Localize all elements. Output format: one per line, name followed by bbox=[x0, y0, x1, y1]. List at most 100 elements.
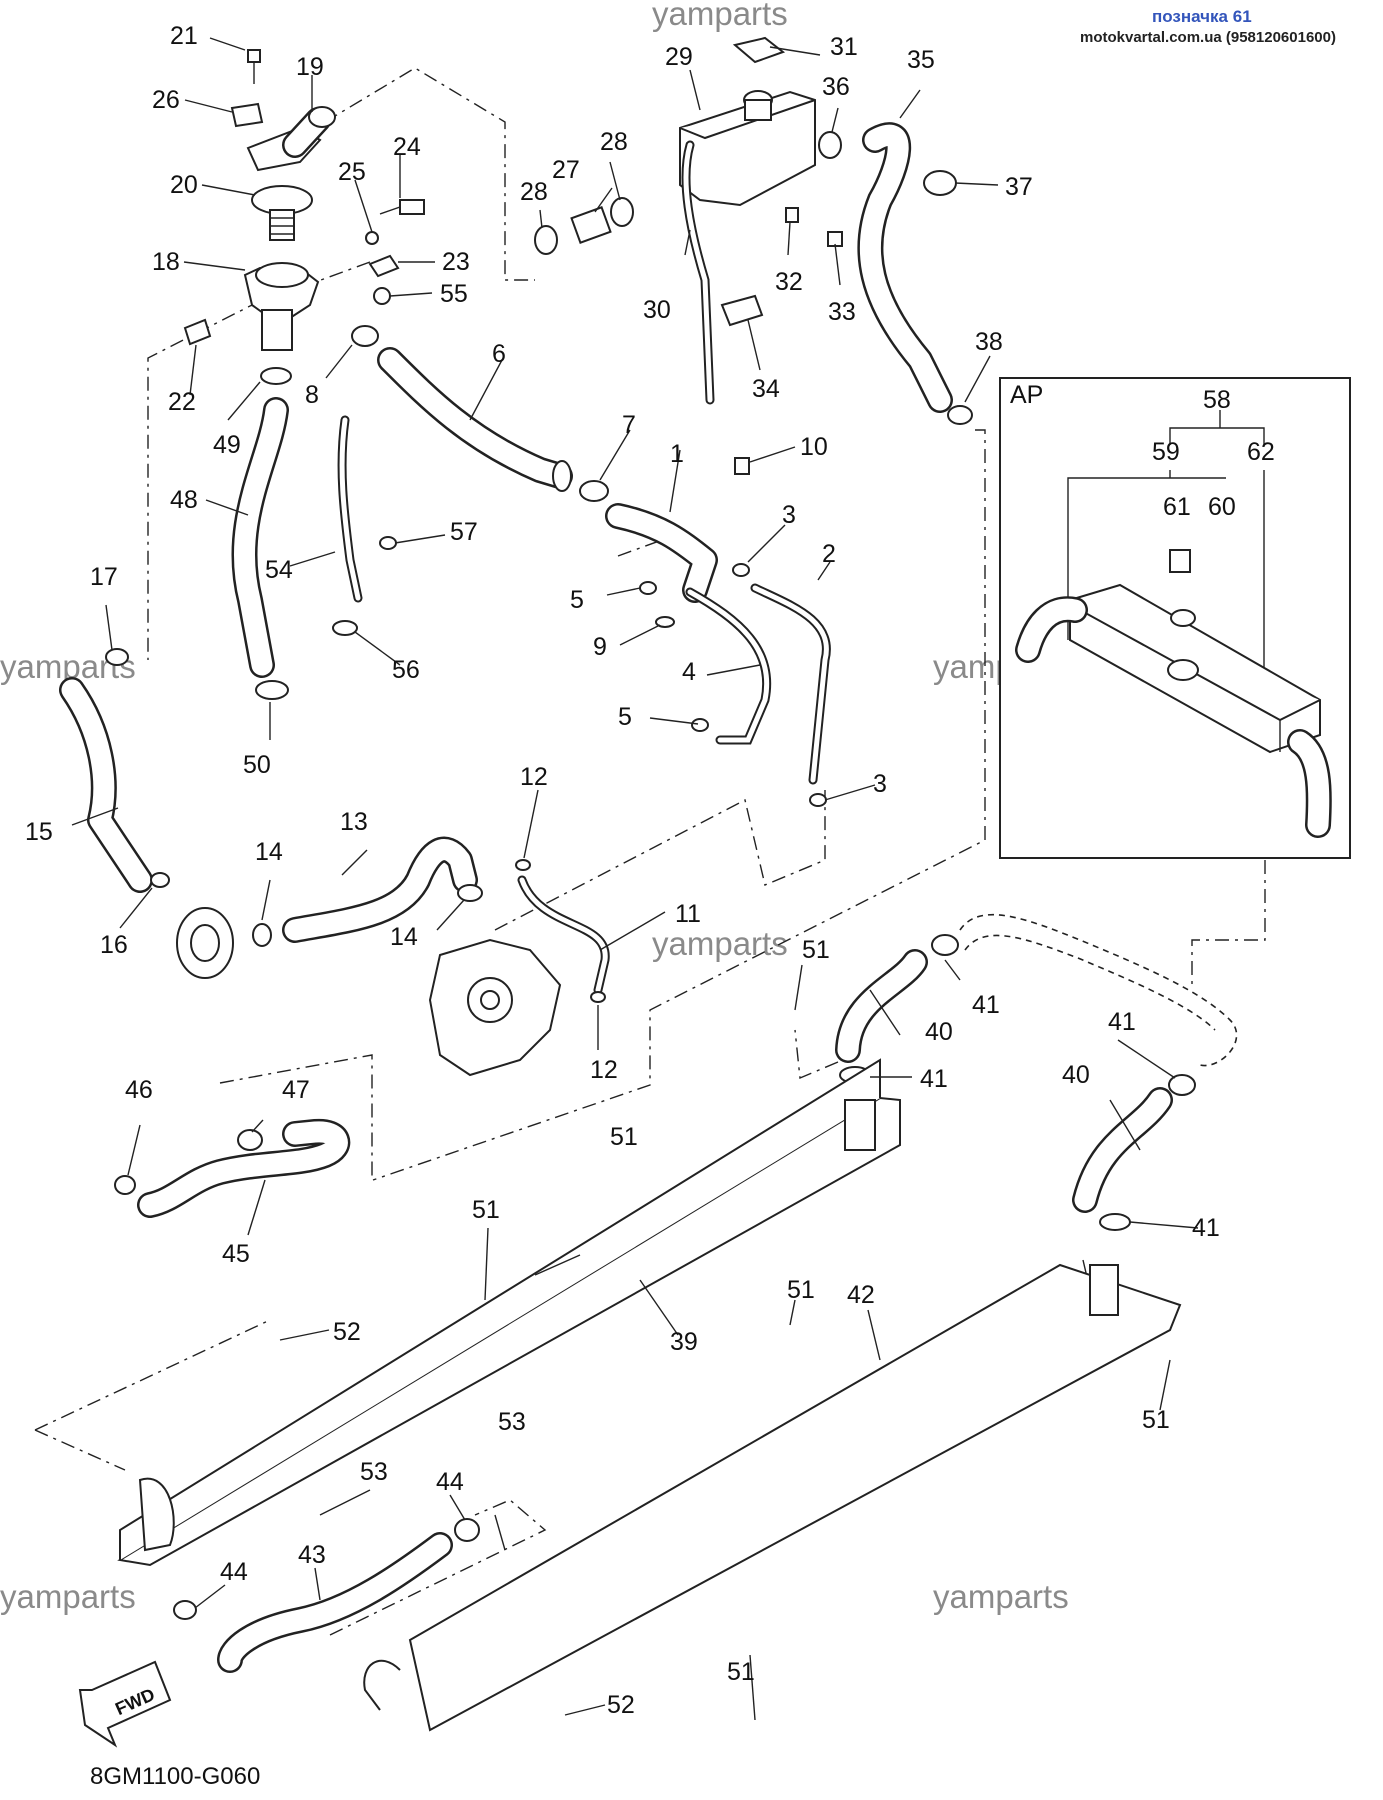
callout: 16 bbox=[100, 931, 128, 959]
diagram-code: 8GM1100-G060 bbox=[90, 1763, 260, 1790]
clamp-12b bbox=[590, 991, 606, 1003]
callout: 51 bbox=[787, 1276, 815, 1304]
callout: 12 bbox=[520, 763, 548, 791]
callout: 53 bbox=[498, 1408, 526, 1436]
clamp-41d bbox=[1099, 1213, 1131, 1231]
clamp-44 bbox=[173, 1600, 197, 1620]
reservoir-tank bbox=[679, 90, 816, 207]
callout: 47 bbox=[282, 1076, 310, 1104]
callout: 3 bbox=[782, 501, 796, 529]
callout: 33 bbox=[828, 298, 856, 326]
callout: 12 bbox=[590, 1056, 618, 1084]
bolt-22 bbox=[183, 318, 212, 346]
callout: 18 bbox=[152, 248, 180, 276]
callout: 17 bbox=[90, 563, 118, 591]
hose-4 bbox=[685, 587, 772, 745]
washer-25 bbox=[365, 231, 379, 245]
clamp-49 bbox=[260, 367, 292, 385]
callout: 29 bbox=[665, 43, 693, 71]
joint-27 bbox=[570, 206, 612, 244]
clamp-41 bbox=[931, 934, 959, 956]
callout: 6 bbox=[492, 340, 506, 368]
watermark: yamparts bbox=[0, 1578, 136, 1615]
radiator-39 bbox=[117, 1058, 901, 1567]
callout: 56 bbox=[392, 656, 420, 684]
callout: 28 bbox=[600, 128, 628, 156]
callout: 45 bbox=[222, 1240, 250, 1268]
watermark: yamparts bbox=[652, 0, 788, 32]
callout: 52 bbox=[607, 1691, 635, 1719]
leader-lines bbox=[71, 37, 1199, 1721]
callout: 10 bbox=[800, 433, 828, 461]
callout: 22 bbox=[168, 388, 196, 416]
hose-54 bbox=[337, 415, 363, 603]
callout: 15 bbox=[25, 818, 53, 846]
clamp-14 bbox=[252, 923, 272, 947]
clamp-5 bbox=[639, 581, 657, 595]
callout: 2 bbox=[822, 540, 836, 568]
clamp-28b bbox=[610, 197, 634, 227]
bolt-10 bbox=[734, 457, 750, 475]
hose-40 bbox=[835, 949, 928, 1063]
callout: 60 bbox=[1208, 493, 1236, 521]
callout: 28 bbox=[520, 178, 548, 206]
clamp-5b bbox=[691, 718, 709, 732]
radiator-42 bbox=[363, 1263, 1182, 1732]
callout: 59 bbox=[1152, 438, 1180, 466]
bolt-32 bbox=[785, 207, 799, 223]
callout: 25 bbox=[338, 158, 366, 186]
callout: 23 bbox=[442, 248, 470, 276]
header-site: motokvartal.com.ua (958120601600) bbox=[1080, 29, 1336, 46]
clamp-41c bbox=[1168, 1074, 1196, 1096]
cap-31 bbox=[732, 36, 786, 64]
callout: 48 bbox=[170, 486, 198, 514]
callout: 44 bbox=[436, 1468, 464, 1496]
clamp-3b bbox=[809, 793, 827, 807]
sensor-24 bbox=[379, 199, 425, 215]
callout: 5 bbox=[570, 586, 584, 614]
clamp-47 bbox=[237, 1129, 263, 1151]
callout: 50 bbox=[243, 751, 271, 779]
callout: 32 bbox=[775, 268, 803, 296]
callout: 21 bbox=[170, 22, 198, 50]
bolt-21 bbox=[247, 49, 261, 84]
callouts: 1 2 3 3 4 5 5 6 7 8 9 10 11 12 12 13 14 … bbox=[25, 22, 1275, 1719]
callout: 14 bbox=[255, 838, 283, 866]
clamp-36 bbox=[818, 131, 842, 159]
callout: 31 bbox=[830, 33, 858, 61]
callout: 19 bbox=[296, 53, 324, 81]
pump-small bbox=[176, 907, 234, 979]
thermostat-cover bbox=[246, 106, 336, 172]
callout: 37 bbox=[1005, 173, 1033, 201]
hose-11 bbox=[517, 875, 610, 995]
washer-9 bbox=[655, 616, 675, 628]
watermark: yamparts bbox=[652, 925, 788, 962]
callout: 27 bbox=[552, 156, 580, 184]
callout: 40 bbox=[1062, 1061, 1090, 1089]
callout: 42 bbox=[847, 1281, 875, 1309]
inset-label: AP bbox=[1010, 381, 1043, 409]
callout: 41 bbox=[920, 1065, 948, 1093]
callout: 51 bbox=[802, 936, 830, 964]
callout: 26 bbox=[152, 86, 180, 114]
hose-45 bbox=[137, 1118, 351, 1218]
callout: 62 bbox=[1247, 438, 1275, 466]
hose-30 bbox=[681, 140, 715, 405]
callout: 9 bbox=[593, 633, 607, 661]
callout: 61 bbox=[1163, 493, 1191, 521]
clamp-16 bbox=[150, 872, 170, 888]
hose-2 bbox=[750, 583, 831, 785]
hose-13 bbox=[282, 836, 478, 943]
clamp-38 bbox=[947, 405, 973, 425]
clamp-12 bbox=[515, 859, 531, 871]
clamp-3 bbox=[732, 563, 750, 577]
hose-6 bbox=[377, 347, 573, 492]
callout: 39 bbox=[670, 1328, 698, 1356]
callout: 24 bbox=[393, 133, 421, 161]
watermark: yamparts bbox=[933, 1578, 1069, 1615]
callout: 1 bbox=[670, 440, 684, 468]
reference-lines bbox=[34, 67, 1266, 1636]
callout: 53 bbox=[360, 1458, 388, 1486]
callout: 38 bbox=[975, 328, 1003, 356]
callout: 46 bbox=[125, 1076, 153, 1104]
